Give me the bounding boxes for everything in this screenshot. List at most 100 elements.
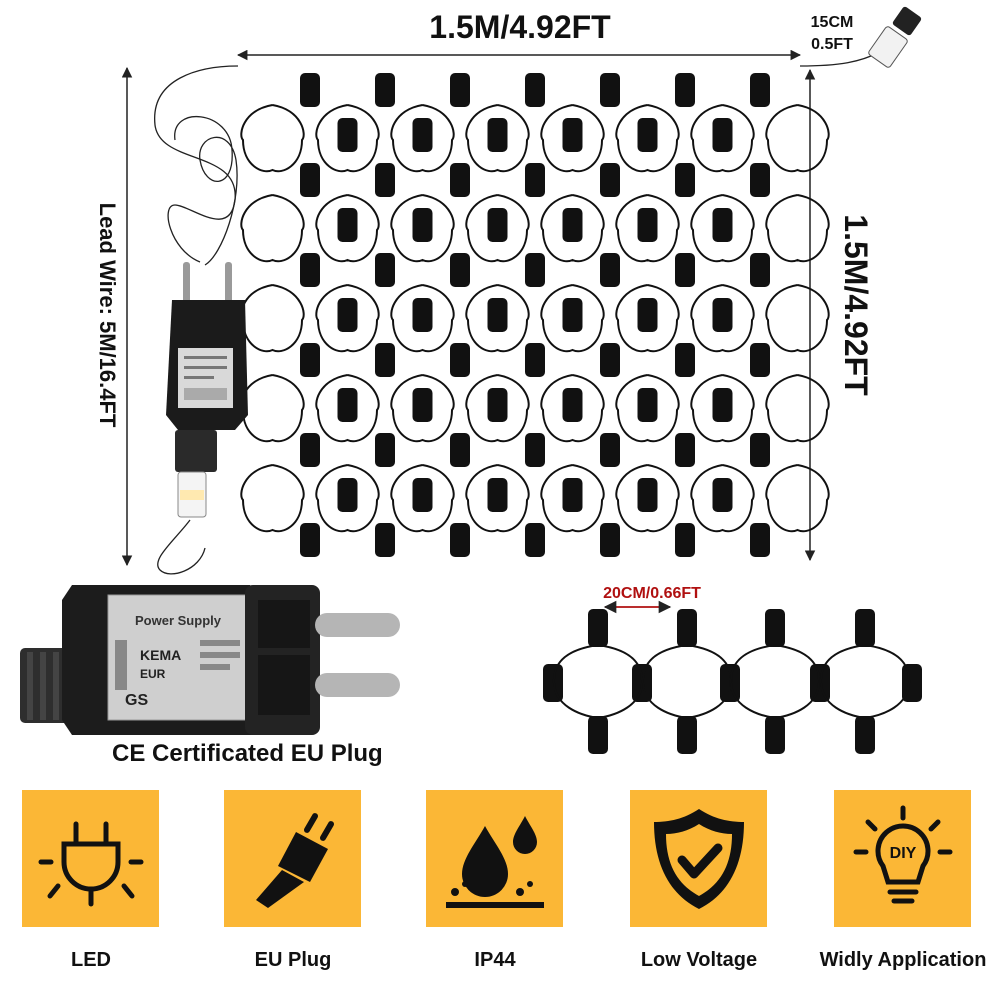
bulb — [600, 163, 620, 197]
bulb — [375, 523, 395, 557]
bulb — [637, 388, 658, 422]
bulb — [600, 343, 620, 377]
bulb — [600, 433, 620, 467]
bulb — [300, 163, 320, 197]
bulb — [450, 163, 470, 197]
svg-text:DIY: DIY — [889, 845, 916, 862]
detail-bulb — [765, 716, 785, 754]
bulb — [300, 433, 320, 467]
bulb — [337, 388, 358, 422]
lead-wire — [154, 65, 239, 575]
detail-bulb — [765, 609, 785, 647]
water-drops-icon — [445, 815, 544, 908]
bulb — [562, 478, 583, 512]
bulb — [712, 208, 733, 242]
bulb — [525, 73, 545, 107]
bulb — [300, 253, 320, 287]
bulb — [562, 118, 583, 152]
tail-label-cm: 15CM — [811, 14, 854, 31]
adapter-text-3: EUR — [140, 667, 166, 681]
diy-bulb-icon: DIY — [853, 805, 952, 903]
bulb — [525, 253, 545, 287]
bulb — [600, 73, 620, 107]
tail-connector: 15CM 0.5FT — [799, 6, 922, 68]
bulb — [750, 163, 770, 197]
bulb — [375, 253, 395, 287]
bulb — [300, 73, 320, 107]
bulb — [562, 298, 583, 332]
lead-wire-label: Lead Wire: 5M/16.4FT — [95, 203, 120, 428]
plug-icon — [255, 812, 334, 908]
bulb — [675, 253, 695, 287]
bulb — [525, 433, 545, 467]
width-dimension: 1.5M/4.92FT — [236, 9, 802, 61]
eu-plug-adapter: Power Supply KEMA EUR GS — [20, 585, 400, 735]
bulb — [412, 298, 433, 332]
feature-card-eu-plug — [224, 790, 361, 927]
detail-bulb — [588, 609, 608, 647]
bulb — [375, 163, 395, 197]
bulb — [675, 343, 695, 377]
detail-bulb — [677, 609, 697, 647]
feature-card-ip44 — [426, 790, 563, 927]
bulb — [562, 208, 583, 242]
bulb — [750, 343, 770, 377]
height-dimension: 1.5M/4.92FT — [804, 68, 874, 562]
feature-label-ip44: IP44 — [474, 949, 516, 971]
bulb-socket-icon — [38, 821, 143, 906]
bulb — [412, 388, 433, 422]
bulb — [300, 523, 320, 557]
bulb — [525, 343, 545, 377]
bulb — [675, 73, 695, 107]
adapter-text-4: GS — [125, 692, 148, 709]
adapter-text-2: KEMA — [140, 647, 181, 663]
lead-wire-dimension: Lead Wire: 5M/16.4FT — [95, 66, 133, 567]
spacing-label: 20CM/0.66FT — [603, 585, 701, 602]
bulb — [525, 163, 545, 197]
bulb — [750, 523, 770, 557]
bulb — [412, 478, 433, 512]
feature-card-application: DIY — [834, 790, 971, 927]
feature-label-led: LED — [71, 949, 111, 971]
width-label: 1.5M/4.92FT — [429, 9, 611, 45]
bulb — [637, 118, 658, 152]
bulb — [637, 298, 658, 332]
bulb — [487, 208, 508, 242]
bulb — [525, 523, 545, 557]
bulb — [375, 433, 395, 467]
feature-card-led — [22, 790, 159, 927]
feature-card-low-voltage — [630, 790, 767, 927]
bulb — [712, 118, 733, 152]
bulb — [712, 298, 733, 332]
bulb — [637, 478, 658, 512]
feature-label-low-voltage: Low Voltage — [640, 949, 758, 971]
feature-label-eu-plug: EU Plug — [254, 949, 332, 971]
plug-caption: CE Certificated EU Plug — [112, 740, 383, 767]
bulb — [712, 388, 733, 422]
bulb — [675, 163, 695, 197]
hanging-adapter — [166, 262, 248, 518]
bulb — [450, 523, 470, 557]
detail-bulb — [677, 716, 697, 754]
spacing-detail — [543, 609, 922, 754]
bulb — [450, 343, 470, 377]
bulb — [637, 208, 658, 242]
bulb — [412, 208, 433, 242]
detail-bulb — [855, 609, 875, 647]
spacing-dimension: 20CM/0.66FT — [603, 585, 701, 614]
bulb — [487, 478, 508, 512]
bulb — [450, 433, 470, 467]
bulb — [675, 433, 695, 467]
bulb — [487, 118, 508, 152]
detail-bulb — [855, 716, 875, 754]
height-label: 1.5M/4.92FT — [838, 214, 874, 396]
bulb — [487, 298, 508, 332]
bulb — [412, 118, 433, 152]
bulb — [375, 73, 395, 107]
net-light-grid — [240, 73, 830, 557]
bulb — [600, 253, 620, 287]
bulb — [600, 523, 620, 557]
bulb — [450, 73, 470, 107]
shield-check-icon — [653, 808, 744, 909]
